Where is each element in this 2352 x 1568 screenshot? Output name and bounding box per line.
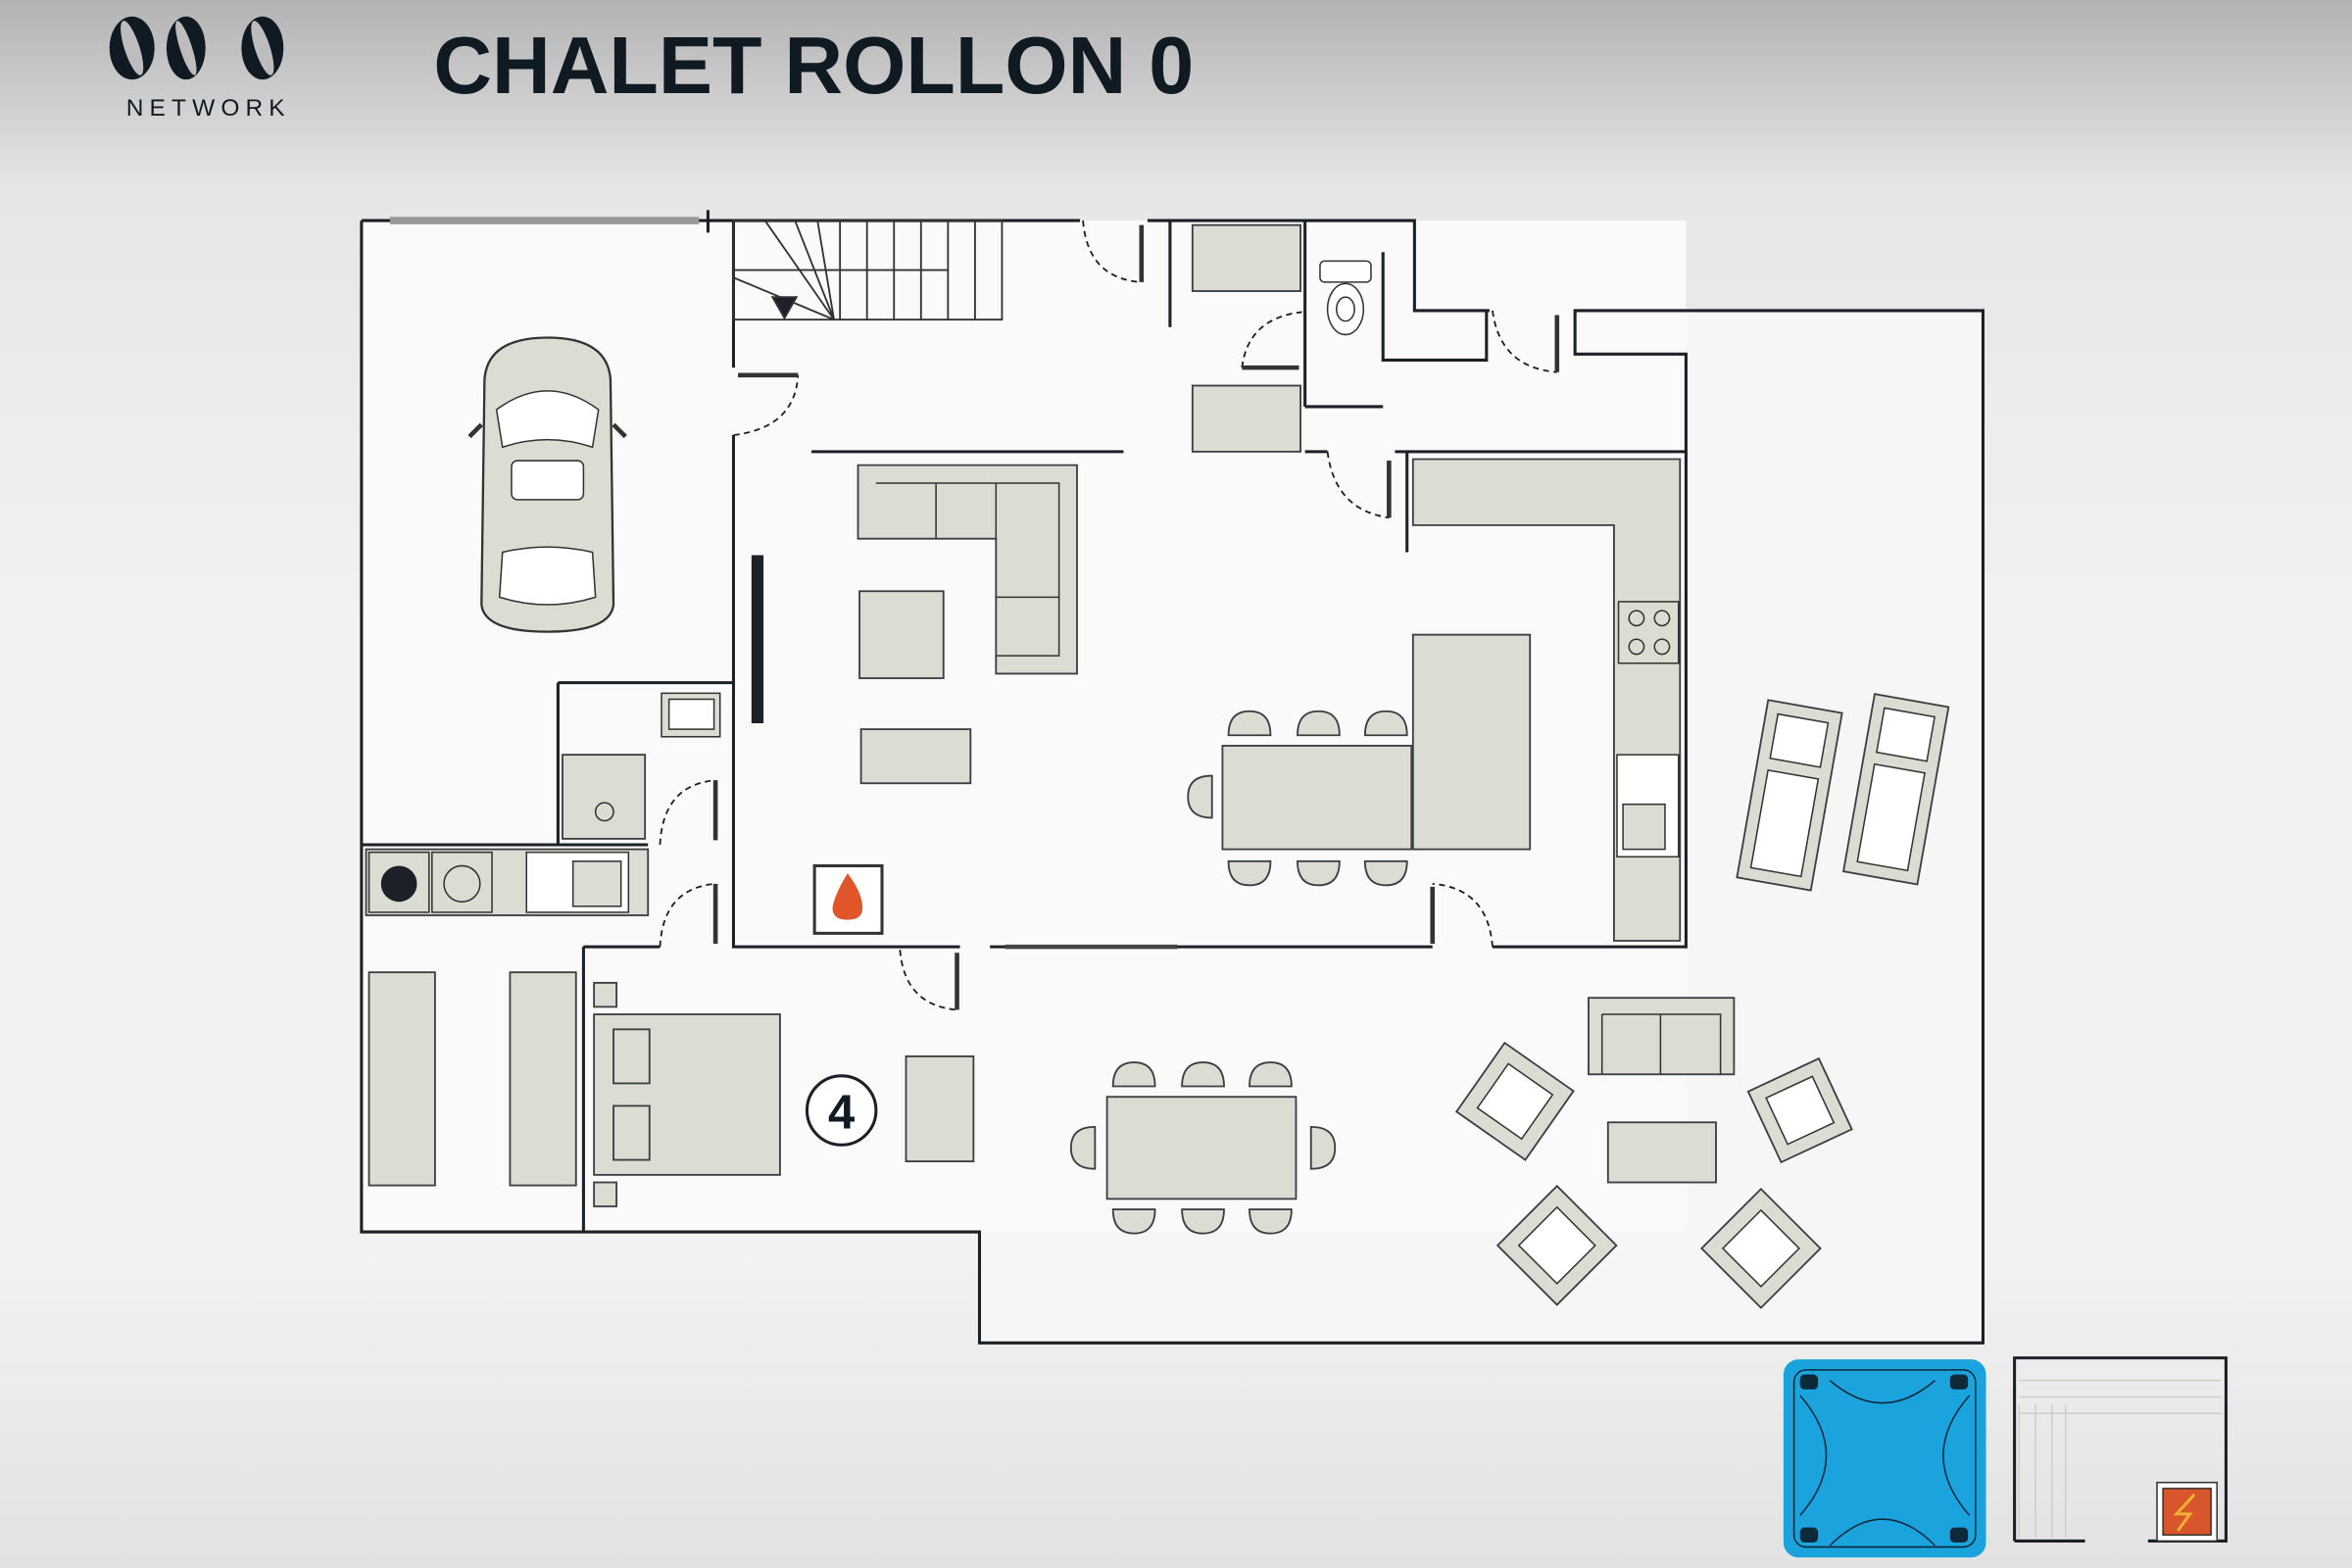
- kitchen-sink-icon: [1616, 754, 1680, 858]
- sun-lounger: [1736, 699, 1843, 892]
- sofa: [1587, 997, 1736, 1076]
- kitchen: [1221, 458, 1682, 942]
- hot-tub-icon: [1783, 1359, 1986, 1558]
- chair: [1069, 1125, 1097, 1170]
- chairs: [1069, 710, 1408, 1235]
- chair: [1297, 859, 1341, 887]
- outdoor-coffee-table: [1606, 1121, 1717, 1184]
- room-number: 4: [828, 1086, 855, 1139]
- washing-machine-icon: [368, 851, 430, 913]
- chair: [1227, 710, 1272, 737]
- chair: [1249, 1208, 1293, 1235]
- doors: [659, 220, 1560, 1011]
- armchair: [1454, 1041, 1575, 1161]
- chair: [1297, 710, 1341, 737]
- logo: NETWORK: [109, 16, 291, 122]
- chair: [1187, 774, 1213, 819]
- cooktop-icon: [1617, 601, 1680, 664]
- fireplace-icon: [812, 863, 884, 935]
- outdoor-table: [1105, 1096, 1298, 1200]
- ottoman: [859, 728, 972, 785]
- dryer-icon: [431, 851, 493, 913]
- sun-lounger: [1841, 693, 1950, 886]
- chair: [1249, 1061, 1293, 1088]
- tv-icon: [751, 555, 764, 723]
- dining-table: [1221, 745, 1413, 851]
- page-title: CHALET ROLLON 0: [433, 20, 1194, 111]
- stair-arrow-icon: [770, 296, 799, 320]
- living-room: [751, 464, 1078, 935]
- sauna-heater-icon: [2156, 1481, 2219, 1543]
- armchair: [1700, 1187, 1822, 1309]
- chair: [1111, 1061, 1156, 1088]
- toilet-icon: [1319, 260, 1372, 336]
- chair: [1181, 1208, 1225, 1235]
- chair: [1309, 1125, 1337, 1170]
- terrace-furniture: [1105, 693, 1950, 1309]
- staircase: [732, 220, 1004, 321]
- laundry: [365, 692, 721, 916]
- chair: [1363, 710, 1408, 737]
- chair: [1227, 859, 1272, 887]
- chair: [1111, 1208, 1156, 1235]
- room-number-badge: [805, 1074, 878, 1147]
- armchair: [1495, 1184, 1618, 1306]
- chair: [1181, 1061, 1225, 1088]
- shower-icon: [562, 754, 647, 840]
- kitchen-island: [1411, 633, 1532, 851]
- coffee-table: [858, 590, 945, 679]
- bedroom: 4: [368, 971, 975, 1207]
- sauna: [2013, 1356, 2228, 1543]
- logo-text: NETWORK: [126, 95, 291, 122]
- armchair: [1746, 1056, 1853, 1164]
- chair: [1363, 859, 1408, 887]
- logo-mark: [109, 16, 284, 80]
- bathroom: [1191, 223, 1372, 453]
- car-icon: [467, 336, 627, 633]
